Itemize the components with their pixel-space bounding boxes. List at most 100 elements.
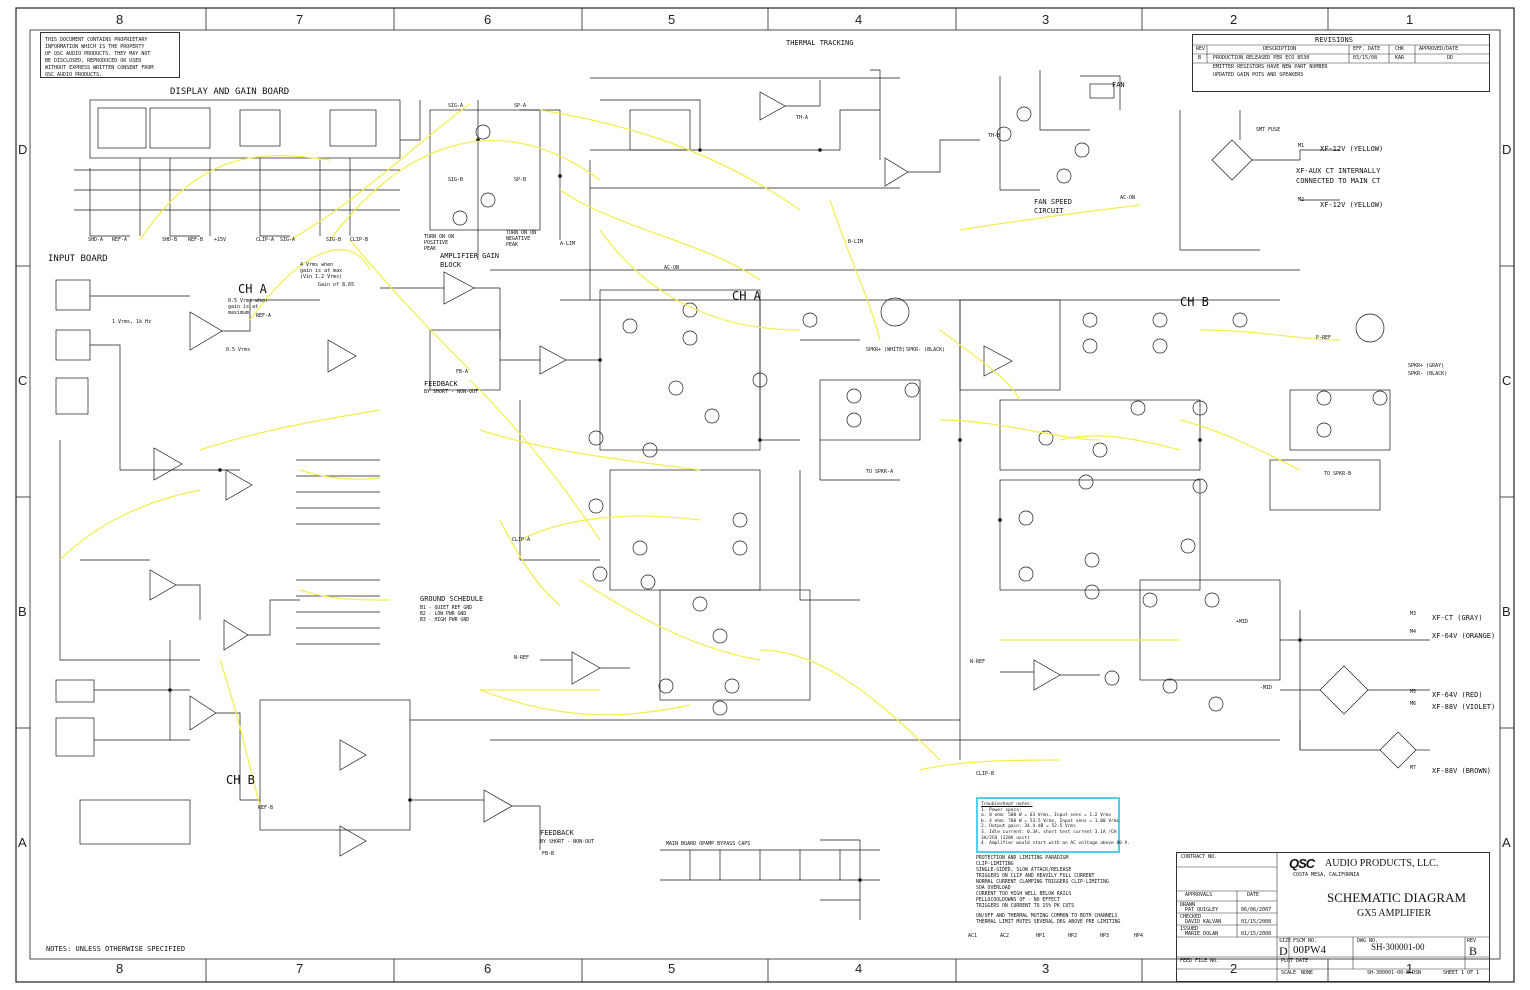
zone-label-top: 2 [1230, 12, 1238, 27]
zone-label-top: 5 [668, 12, 676, 27]
net-label: TH-A [796, 115, 809, 121]
connector-label: SIG-A [448, 103, 464, 109]
connector-label: SP-A [514, 103, 527, 109]
transformer-label: XF-CT (GRAY) [1432, 614, 1483, 622]
bypass-caps-title: MAIN BOARD OPAMP BYPASS CAPS [666, 841, 751, 847]
zone-label-bottom: 5 [668, 961, 676, 976]
zone-label-bottom: 7 [296, 961, 304, 976]
fscm-value: 00PW4 [1293, 944, 1326, 956]
protection-note: PROTECTION AND LIMITING PARADIGM [976, 856, 1069, 861]
pin-label: M1 [1298, 143, 1305, 149]
cad-file: SH-300001-00-B.DSN [1367, 970, 1422, 976]
pin-label: M6 [1410, 701, 1417, 707]
drawn-date: 06/06/2007 [1241, 907, 1272, 913]
zone-label-bottom: 6 [484, 961, 492, 976]
feedback-a-title: FEEDBACK [424, 380, 458, 388]
title-block-grid [1177, 853, 1489, 981]
issued-by: MARIE DOLAN [1185, 931, 1219, 937]
zone-label-side: B [1502, 604, 1511, 619]
company-logo: QSC [1289, 856, 1315, 871]
annotation: TURN ON ON POSITIVE PEAK [424, 234, 455, 252]
zone-label-bottom: 2 [1230, 961, 1238, 976]
transformer-label: XF-64V (RED) [1432, 691, 1483, 699]
troubleshoot-line: Troubleshoot notes: [981, 802, 1033, 807]
revisions-header: DESCRIPTION [1263, 46, 1297, 52]
checked-label: CHECKED [1180, 914, 1202, 920]
zone-label-top: 8 [116, 12, 124, 27]
zone-label-top: 4 [855, 12, 863, 27]
display-gain-board-title: DISPLAY AND GAIN BOARD [170, 87, 290, 97]
revisions-cell: UPDATED GAIN POTS AND SPEAKERS [1213, 72, 1304, 78]
size-label: SIZE [1279, 938, 1292, 944]
input-board-title: INPUT BOARD [48, 254, 108, 264]
title-block: CONTRACT NO. APPROVALS DATE DRAWN PAT QU… [1176, 852, 1490, 982]
annotation: 0.5 Vrms when gain is at maximum [228, 298, 268, 316]
net-label: N-REF [514, 655, 530, 661]
transformer-label: XF-12V (YELLOW) [1320, 145, 1384, 153]
troubleshooting-notes: Troubleshoot notes: 1. Power specs: a. 8… [976, 797, 1131, 853]
checked-date: 01/15/2008 [1241, 919, 1272, 925]
protection-note: TRIGGERS ON CLIP AND HEAVILY FULL CURREN… [976, 874, 1095, 879]
pin-label: M3 [1410, 611, 1417, 617]
net-label: AC-ON [664, 265, 680, 271]
zone-label-top: 7 [296, 12, 304, 27]
issued-label: ISSUED [1180, 926, 1199, 932]
connector-label: SIG-A [280, 237, 296, 243]
zone-label-bottom: 3 [1042, 961, 1050, 976]
revisions-cell: PRODUCTION RELEASED PER ECO 8530 [1213, 55, 1310, 61]
notice-line: INFORMATION WHICH IS THE PROPERTY [45, 44, 145, 50]
zone-label-bottom: 4 [855, 961, 863, 976]
checked-by: DAVID KALVAN [1185, 919, 1222, 925]
amplifier-gain-block-title: AMPLIFIER GAIN BLOCK [440, 252, 500, 269]
protection-note: NORMAL CURRENT CLAMPING TRIGGERS CLIP-LI… [976, 880, 1109, 885]
protection-note: SINGLE-SIDED, SLOW ATTACK/RELEASE [976, 868, 1072, 873]
drawn-by: PAT QUIGLEY [1185, 907, 1219, 913]
annotation: BY SHORT - NON-OUT [540, 839, 595, 845]
feed-file-label: FEED FILE NO. [1180, 958, 1220, 964]
ch-a-output-title: CH A [732, 289, 761, 303]
notice-line: QSC AUDIO PRODUCTS. [45, 72, 103, 78]
zone-label-top: 1 [1406, 12, 1414, 27]
date-label: DATE [1247, 892, 1260, 898]
net-label: FB-A [456, 369, 469, 375]
drawn-label: DRAWN [1180, 902, 1196, 908]
pin-label: M4 [1410, 629, 1417, 635]
plot-date-label: PLOT DATE [1281, 958, 1309, 964]
mounting-label: HP3 [1100, 933, 1110, 939]
ground-schedule-notes: B1 - QUIET REF GND B2 - LOW PWR GND B3 -… [420, 606, 472, 624]
notes-title: NOTES: UNLESS OTHERWISE SPECIFIED [46, 945, 186, 953]
connector-label: SIG-B [448, 177, 464, 183]
zone-label-side: A [18, 835, 27, 850]
zone-label-side: C [1502, 373, 1512, 388]
connector-label: REF-A [112, 237, 128, 243]
connector-label: REF-B [188, 237, 204, 243]
pin-label: M7 [1410, 765, 1417, 771]
zone-label-side: D [18, 142, 28, 157]
troubleshoot-line: 1. Power specs: [981, 807, 1022, 813]
troubleshoot-line: 4. Amplifier would start with an AC volt… [981, 841, 1131, 847]
zone-label-side: B [18, 604, 27, 619]
feedback-b-title: FEEDBACK [540, 829, 574, 837]
net-label: TO SPKR-B [1324, 471, 1352, 477]
troubleshoot-line: 3A/2CH (120V unit) [981, 835, 1030, 841]
connector-label: SHD-B [162, 237, 178, 243]
revisions-cell: EMITTER RESISTORS HAVE NEW PART NUMBER [1213, 64, 1328, 70]
transformer-label: XF-88V (VIOLET) [1432, 703, 1496, 711]
net-label: REF-B [258, 805, 274, 811]
notice-line: BE DISCLOSED, REPRODUCED OR USED [45, 58, 142, 64]
fscm-label: FSCM NO. [1293, 938, 1318, 944]
net-label: AC-ON [1120, 195, 1136, 201]
net-label: REF-A [256, 313, 272, 319]
transformer-label: CONNECTED TO MAIN CT [1296, 177, 1381, 185]
protection-notes: PROTECTION AND LIMITING PARADIGM CLIP-LI… [976, 856, 1120, 926]
notice-line: OF QSC AUDIO PRODUCTS. THEY MAY NOT [45, 51, 151, 57]
net-label: TO SPKR-A [866, 469, 894, 475]
approvals-label: APPROVALS [1185, 892, 1213, 898]
net-label: CLIP-B [976, 771, 995, 777]
annotation: BY SHORT - NON-OUT [424, 389, 479, 395]
connector-label: SP-B [514, 177, 527, 183]
zone-label-top: 6 [484, 12, 492, 27]
zone-label-bottom: 1 [1406, 961, 1414, 976]
revisions-cell: DD [1447, 55, 1454, 61]
